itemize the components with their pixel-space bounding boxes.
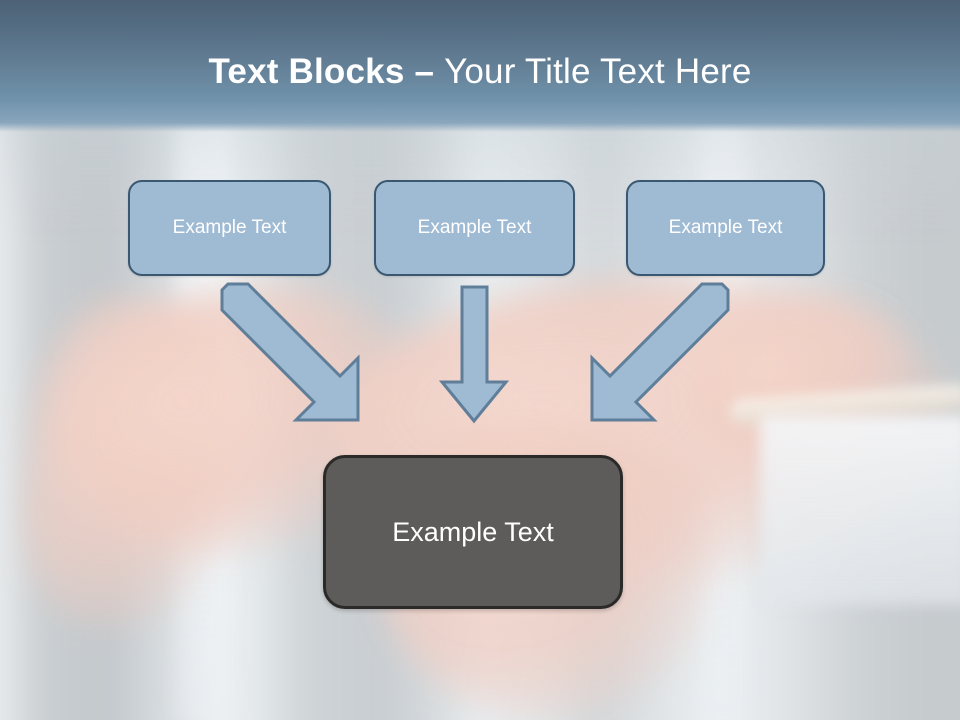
page-title: Text Blocks – Your Title Text Here <box>0 50 960 94</box>
text-block-3-label: Example Text <box>668 217 783 238</box>
title-space <box>434 52 444 91</box>
text-block-2[interactable]: Example Text <box>374 180 575 276</box>
title-bold-part: Text Blocks <box>208 52 405 91</box>
text-block-summary[interactable]: Example Text <box>323 455 623 609</box>
title-banner: Text Blocks – Your Title Text Here <box>0 0 960 132</box>
text-block-3[interactable]: Example Text <box>626 180 825 276</box>
title-regular-part: Your Title Text Here <box>444 52 752 91</box>
title-separator <box>405 52 415 91</box>
title-dash: – <box>414 52 435 91</box>
text-block-1[interactable]: Example Text <box>128 180 331 276</box>
text-block-2-label: Example Text <box>417 217 532 238</box>
text-block-1-label: Example Text <box>172 217 287 238</box>
text-block-summary-label: Example Text <box>392 516 554 547</box>
background-pale-box <box>760 415 960 605</box>
